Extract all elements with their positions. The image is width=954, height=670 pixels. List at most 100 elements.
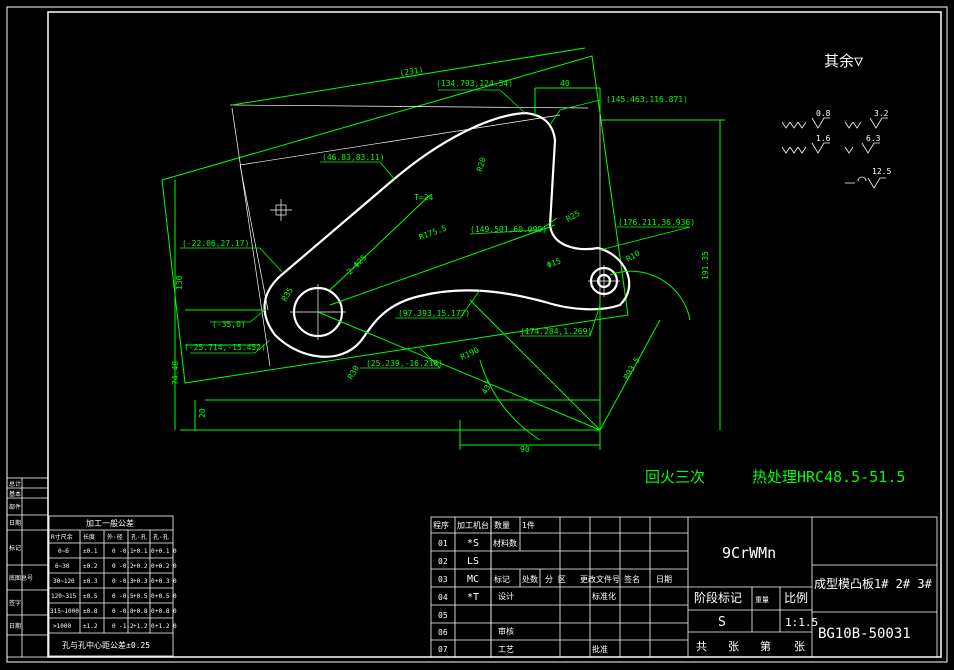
bounding-box <box>161 55 629 384</box>
process-machine: LS <box>467 556 479 567</box>
dimension-lines <box>174 47 725 450</box>
coord-label: (25.239,-16.216) <box>366 359 443 368</box>
coord-label: (-35,0) <box>212 320 246 329</box>
process-step: 04 <box>438 593 448 602</box>
dim-base-20: 20 <box>198 408 207 418</box>
side-label: 签字 <box>9 599 21 607</box>
weight-label: 重量 <box>755 596 769 604</box>
tolerance-cell: 0 -0.5 <box>112 593 134 600</box>
coord-label: (174.284,1.269) <box>520 327 592 336</box>
dim-radius-r20: R20 <box>475 156 487 172</box>
sheet-label: 第 <box>760 639 771 653</box>
process-label: 工艺 <box>498 645 514 654</box>
scale-value: 1:1.5 <box>785 616 818 629</box>
tolerance-cell: 30~120 <box>53 578 75 585</box>
coord-label: (176.211,36.936) <box>618 218 695 227</box>
coord-label: (46.83,83.11) <box>322 153 385 162</box>
dim-top-width: 40 <box>560 79 570 88</box>
rev-header: 签名 <box>624 574 640 584</box>
stage-mark-label: 阶段标记 <box>694 590 742 605</box>
coord-label: (145.463,116.871) <box>606 95 688 104</box>
tolerance-cell: ±0.5 <box>83 593 98 600</box>
tolerance-cell: 6~30 <box>55 563 70 570</box>
tolerance-cell: +1.2 0 <box>155 623 177 630</box>
tolerance-cell: +0.8 0 <box>155 608 177 615</box>
sheet-label: 共 <box>696 640 707 653</box>
note-tempering: 回火三次 <box>645 468 705 486</box>
construction-lines <box>229 100 601 367</box>
tolerance-cell: +0.2 0 <box>133 563 155 570</box>
tolerance-cell: 0 -0.1 <box>112 548 134 555</box>
tolerance-header: 外·径 <box>107 533 123 541</box>
tolerance-cell: +1.2 0 <box>133 623 155 630</box>
drawing-number: BG10B-50031 <box>818 626 911 642</box>
part-name: 成型模凸板1# 2# 3# <box>814 577 933 591</box>
rev-header: 更改文件号 <box>580 574 620 584</box>
notes: 回火三次 热处理HRC48.5-51.5 <box>645 468 905 486</box>
side-label: 总计 <box>9 480 21 488</box>
leader-lines <box>180 89 691 369</box>
dim-offset: 74.48 <box>171 361 180 385</box>
coord-label: (-22.06,27.17) <box>182 239 249 248</box>
tolerance-cell: 0~6 <box>58 548 69 555</box>
process-machine: MC <box>467 574 479 585</box>
process-step: 03 <box>438 575 448 584</box>
tolerance-cell: ±0.2 <box>83 563 98 570</box>
design-label: 设计 <box>498 591 514 601</box>
tolerance-header: 孔·孔 <box>131 533 147 541</box>
coord-label: (149.501,60.099) <box>470 225 547 234</box>
dim-overall-length: (231) <box>399 65 424 78</box>
tolerance-cell: ±0.1 <box>83 548 98 555</box>
process-machine: *T <box>467 592 479 603</box>
roughness-value: 0.8 <box>816 109 831 118</box>
tolerance-cell: ±1.2 <box>83 623 98 630</box>
side-label: 标记 <box>9 544 21 552</box>
side-label: 日期 <box>9 622 21 630</box>
tolerance-cell: +0.2 0 <box>155 563 177 570</box>
tolerance-cell: +0.8 0 <box>133 608 155 615</box>
side-strip <box>6 477 49 658</box>
process-header: 加工机台 <box>457 520 489 530</box>
tolerance-cell: +0.5 0 <box>155 593 177 600</box>
pieces-label: 1件 <box>522 520 535 530</box>
roughness-value: 6.3 <box>866 134 881 143</box>
process-step: 01 <box>438 539 448 548</box>
review-label: 审核 <box>498 626 514 636</box>
rev-header: 分 区 <box>545 575 566 584</box>
scale-label: 比例 <box>784 591 808 605</box>
tolerance-cell: 0 -0.8 <box>112 608 134 615</box>
tolerance-cell: 120~315 <box>51 593 77 600</box>
tolerance-cell: +0.1 0 <box>133 548 155 555</box>
rev-header: 标记 <box>494 574 510 584</box>
tolerance-cell: 315~1000 <box>50 608 79 615</box>
approve-label: 批准 <box>592 644 608 654</box>
tolerance-title: 加工一般公差 <box>86 518 134 528</box>
tolerance-cell: >1000 <box>53 623 71 630</box>
note-heat-treatment: 热处理HRC48.5-51.5 <box>752 468 905 486</box>
roughness-value: 12.5 <box>872 167 891 176</box>
tolerance-header: 长度 <box>83 533 95 541</box>
tolerance-cell: +0.3 0 <box>155 578 177 585</box>
coord-label: (-25.714,-15.452) <box>184 343 266 352</box>
tolerance-cell: +0.1 0 <box>155 548 177 555</box>
process-step: 02 <box>438 557 448 566</box>
dim-base-90: 90 <box>520 445 530 454</box>
tolerance-cell: ±0.3 <box>83 578 98 585</box>
dimension-texts: (231) 40 191.35 130 74.48 20 90 43° R175… <box>171 65 710 454</box>
tolerance-cell: +0.5 0 <box>133 593 155 600</box>
tolerance-cell: 0 -0.2 <box>112 563 134 570</box>
dim-height-total: 191.35 <box>701 251 710 280</box>
tolerance-cell: 0 -0.3 <box>112 578 134 585</box>
standard-label: 标准化 <box>592 591 616 601</box>
side-label: 底图总号 <box>9 574 33 582</box>
tolerance-cell: +0.3 0 <box>133 578 155 585</box>
tolerance-cell: 0 -1.2 <box>112 623 134 630</box>
side-labels: 总计 基本 部件 日期 标记 底图总号 签字 日期 <box>9 480 33 630</box>
process-step: 07 <box>438 645 448 654</box>
stage-value: S <box>718 615 726 630</box>
qty-label: 数量 <box>494 520 510 530</box>
title-block: 数量 1件 材料数 9CrWMn 标记 处数 分 区 更改文件号 签名 日期 设… <box>490 516 938 658</box>
sheet-label: 张 <box>728 640 739 653</box>
roughness-title: 其余▽ <box>824 52 863 70</box>
